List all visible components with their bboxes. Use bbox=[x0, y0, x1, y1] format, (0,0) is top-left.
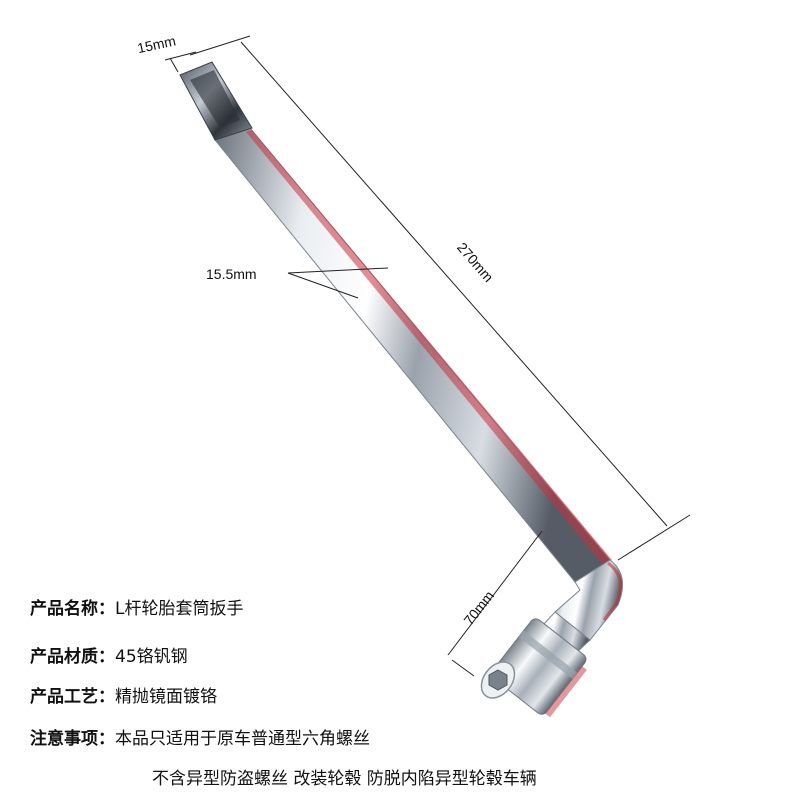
spec-label: 产品工艺： bbox=[30, 687, 115, 707]
notes-continuation: 不含异型防盗螺丝 改装轮毂 防脱内陷异型轮毂车辆 bbox=[152, 769, 537, 789]
dim-label-arm: 70mm bbox=[460, 588, 497, 629]
dim-line-length-diag bbox=[240, 41, 668, 527]
tip-groove bbox=[190, 70, 240, 128]
hex-socket bbox=[491, 618, 587, 718]
dim-leader-shaft-1 bbox=[287, 267, 389, 274]
spec-label: 产品材质： bbox=[30, 647, 115, 667]
dim-extension-tip bbox=[169, 57, 179, 73]
dim-line-arm-end bbox=[451, 659, 475, 677]
dim-label-tip: 15mm bbox=[136, 32, 177, 56]
spec-row-material: 产品材质：45铬钒钢 bbox=[30, 646, 188, 668]
dim-line-length bbox=[189, 35, 251, 56]
spec-value: 本品只适用于原车普通型六角螺丝 bbox=[115, 729, 370, 749]
dim-label-length: 270mm bbox=[454, 239, 497, 285]
dim-label-shaft: 15.5mm bbox=[206, 266, 257, 282]
spec-row-notes: 注意事项：本品只适用于原车普通型六角螺丝 bbox=[30, 728, 370, 750]
dim-line-tip bbox=[164, 51, 197, 61]
spec-row-name: 产品名称：L杆轮胎套筒扳手 bbox=[30, 598, 243, 620]
shaft-reflection bbox=[246, 130, 612, 566]
dim-leader-shaft-2 bbox=[287, 272, 359, 299]
spec-value: 精抛镜面镀铬 bbox=[115, 687, 217, 707]
hex-opening-icon bbox=[488, 669, 508, 691]
spec-value: L杆轮胎套筒扳手 bbox=[115, 599, 244, 619]
dim-line-length-end bbox=[617, 514, 691, 561]
spec-row-process: 产品工艺：精抛镜面镀铬 bbox=[30, 686, 217, 708]
bend-reflection bbox=[602, 561, 622, 621]
spec-label: 注意事项： bbox=[30, 729, 115, 749]
dim-line-arm bbox=[447, 530, 543, 656]
spec-value: 45铬钒钢 bbox=[115, 647, 188, 667]
wrench-shaft bbox=[214, 127, 611, 583]
spec-label: 产品名称： bbox=[30, 599, 115, 619]
